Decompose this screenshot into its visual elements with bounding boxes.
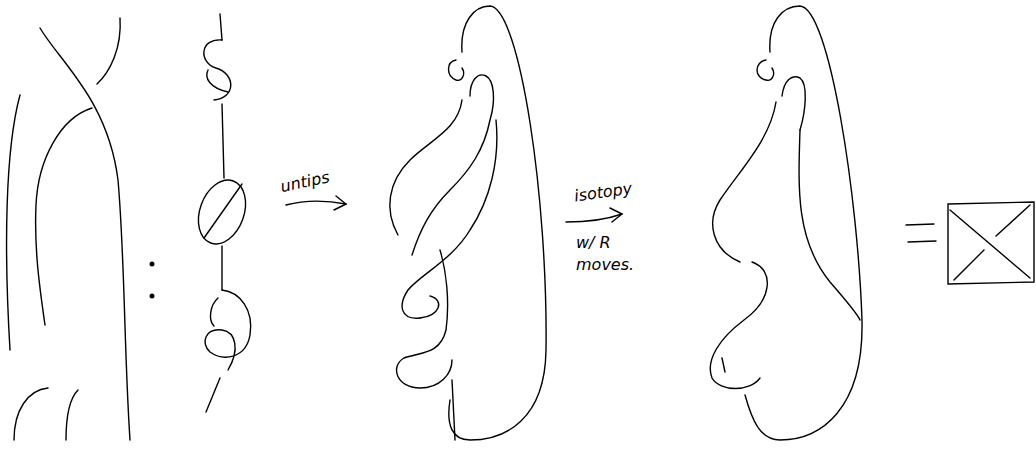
- equals-sign: [906, 224, 936, 242]
- surface-sketch: [390, 6, 546, 440]
- arrow: [566, 208, 622, 222]
- annotation-label: w/ R moves.: [576, 232, 632, 277]
- surface-sketch: [710, 6, 862, 440]
- crossing-box: [948, 202, 1034, 284]
- annotation-label: isotopy: [573, 175, 655, 208]
- strand-crossing: [7, 18, 130, 440]
- colon-dot: [150, 262, 154, 266]
- twisted-strand: [190, 14, 254, 412]
- annotation-label: untips: [279, 160, 362, 199]
- arrow: [286, 196, 346, 210]
- colon-dot: [150, 294, 154, 298]
